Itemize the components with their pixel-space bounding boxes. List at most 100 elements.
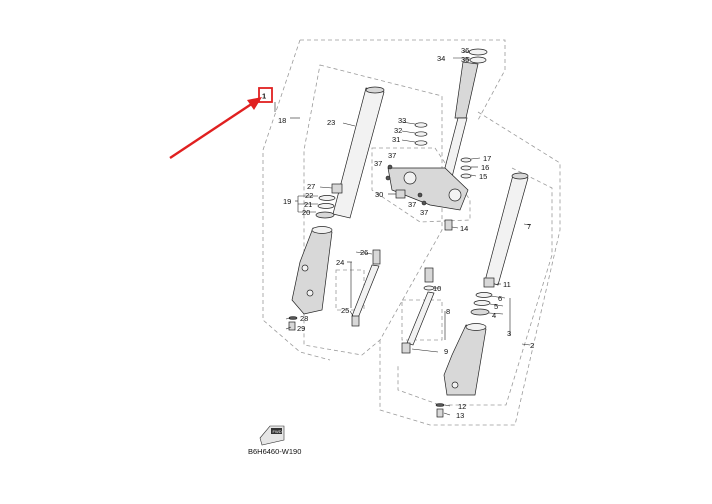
part-32 (414, 131, 428, 137)
part-12 (435, 403, 445, 407)
part-10-spring-top (424, 267, 434, 283)
part-30 (395, 189, 406, 199)
label-7: 7 (527, 222, 531, 231)
label-17: 17 (483, 154, 491, 163)
label-16: 16 (481, 163, 489, 172)
bolt-37-d (421, 200, 427, 206)
bolt-37-c (417, 192, 423, 198)
fwd-direction-icon: FWD (259, 425, 285, 446)
label-26: 26 (360, 248, 368, 257)
part-15 (460, 173, 472, 179)
label-14: 14 (460, 224, 468, 233)
part-36-cap (468, 48, 488, 56)
label-27: 27 (307, 182, 315, 191)
label-34: 34 (437, 54, 445, 63)
label-2: 2 (530, 341, 534, 350)
label-33: 33 (398, 116, 406, 125)
part-17 (460, 157, 472, 163)
right-outer-mount-1 (451, 381, 459, 389)
part-35-nut (469, 56, 487, 64)
boundary-inner-right (397, 167, 553, 406)
part-23-top (365, 86, 385, 94)
label-19: 19 (283, 197, 291, 206)
part-34-stem-top (454, 61, 479, 119)
callout-box (258, 87, 273, 103)
part-7-inner-tube (484, 174, 529, 286)
label-23: 23 (327, 118, 335, 127)
part-26-spring (372, 249, 381, 265)
label-12: 12 (458, 402, 466, 411)
label-28: 28 (300, 314, 308, 323)
label-36: 36 (461, 46, 469, 55)
outer-tube-mount-1 (301, 264, 309, 272)
label-37-c: 37 (408, 200, 416, 209)
leader-lines (274, 51, 531, 416)
label-13: 13 (456, 411, 464, 420)
label-20: 20 (302, 208, 310, 217)
callout-arrow-line (169, 99, 257, 160)
bracket-hole-right (448, 188, 462, 202)
part-8-rod (406, 291, 435, 346)
part-21 (317, 203, 335, 209)
label-9: 9 (444, 347, 448, 356)
boundary-outer-left (262, 39, 506, 361)
part-3-top (465, 323, 487, 331)
label-11: 11 (503, 280, 511, 289)
part-25 (351, 315, 360, 327)
part-9 (401, 342, 411, 354)
label-29: 29 (297, 324, 305, 333)
label-37-d: 37 (420, 208, 428, 217)
boundary-bracket (371, 147, 471, 223)
part-14 (444, 219, 453, 231)
part-19-outer-tube (291, 227, 333, 315)
bolt-37-a (387, 164, 393, 170)
bracket-hole-left (403, 171, 417, 185)
part-22 (318, 195, 336, 201)
label-37-a: 37 (388, 151, 396, 160)
part-27 (331, 183, 343, 194)
diagram-code: B6H6460-W190 (248, 447, 301, 456)
part-16 (460, 165, 472, 171)
label-30: 30 (375, 190, 383, 199)
bolt-37-b (385, 175, 391, 181)
part-19-top (311, 226, 333, 234)
boundary-rod-left (335, 269, 365, 311)
outer-tube-mount-2 (306, 289, 314, 297)
part-4 (470, 308, 490, 316)
part-20 (315, 211, 335, 219)
part-33 (414, 122, 428, 128)
label-22: 22 (305, 191, 313, 200)
boundary-outer-right (379, 111, 561, 426)
boundary-inner-left (303, 64, 443, 356)
label-24: 24 (336, 258, 344, 267)
label-4: 4 (492, 311, 496, 320)
part-labels: 18 23 27 19 22 21 20 26 24 25 28 29 33 3… (278, 46, 534, 420)
part-6 (475, 292, 493, 298)
fwd-icon-text: FWD (273, 429, 282, 434)
part-24-rod (351, 264, 380, 319)
part-13 (436, 408, 444, 418)
label-32: 32 (394, 126, 402, 135)
label-15: 15 (479, 172, 487, 181)
callout-label: 1 (262, 92, 266, 101)
label-8: 8 (446, 307, 450, 316)
label-21: 21 (304, 200, 312, 209)
label-3: 3 (507, 329, 511, 338)
part-29 (288, 321, 296, 331)
part-5 (473, 300, 491, 306)
boundary-rod-right (401, 299, 443, 341)
label-18: 18 (278, 116, 286, 125)
part-28 (288, 316, 298, 320)
part-31 (414, 140, 428, 146)
label-10: 10 (433, 284, 441, 293)
label-37-b: 37 (374, 159, 382, 168)
part-7-top (511, 172, 529, 180)
label-25: 25 (341, 306, 349, 315)
part-11 (483, 277, 495, 288)
label-6: 6 (498, 294, 502, 303)
label-5: 5 (494, 302, 498, 311)
part-3-outer-tube (443, 324, 487, 396)
label-35: 35 (461, 55, 469, 64)
